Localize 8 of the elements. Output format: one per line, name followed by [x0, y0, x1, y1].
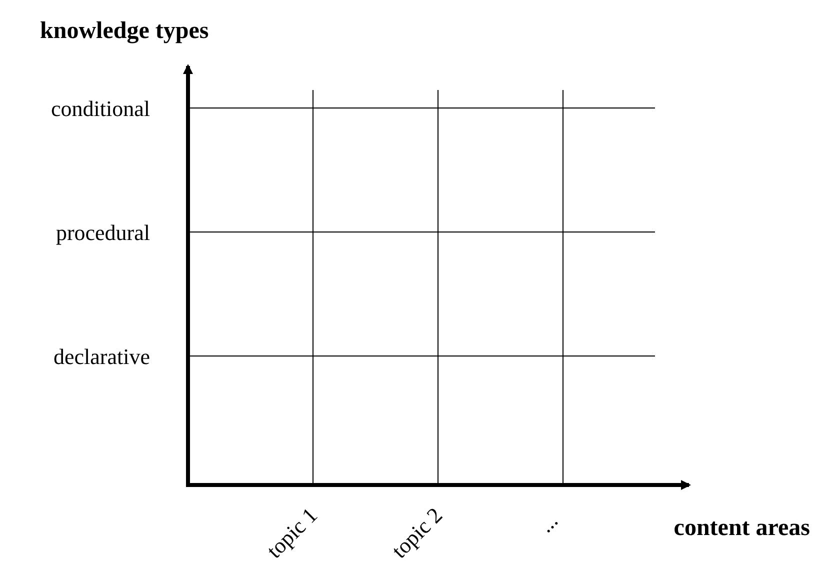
axis-label: topic 1	[262, 502, 323, 564]
axis-label: procedural	[56, 220, 150, 246]
axis-label: conditional	[51, 96, 150, 122]
axis-label: declarative	[54, 344, 150, 370]
axis-label: ...	[533, 508, 564, 538]
axis-label: topic 2	[386, 502, 448, 564]
axis-title: knowledge types	[40, 18, 209, 44]
axis-title: content areas	[674, 515, 810, 541]
